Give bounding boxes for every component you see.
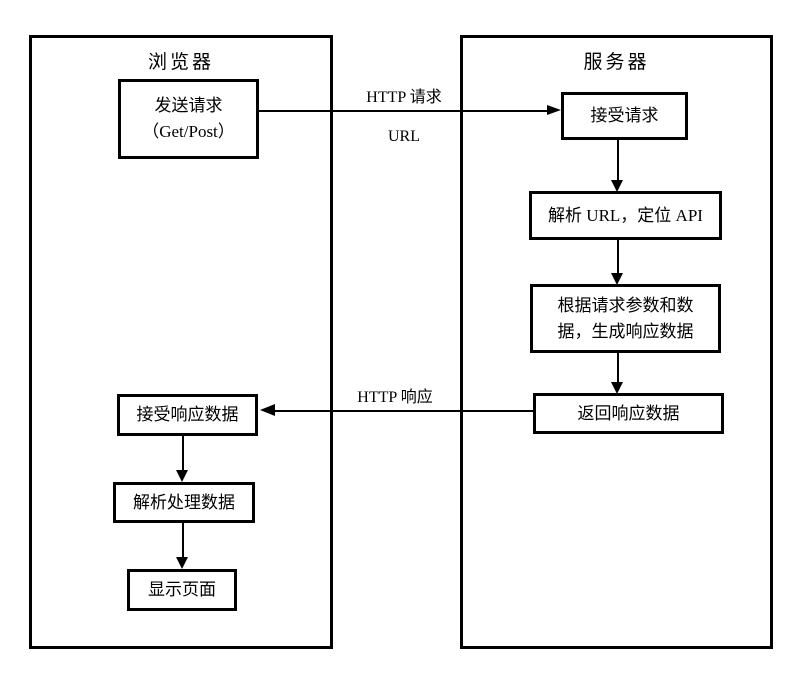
arrow-down-icon (611, 180, 623, 192)
node-display-page-label: 显示页面 (148, 580, 216, 599)
node-display-page: 显示页面 (127, 569, 237, 611)
url-label: URL (388, 128, 420, 145)
arrow-generate-to-return-line (617, 353, 619, 382)
arrow-down-icon (176, 557, 188, 569)
browser-panel-title: 浏览器 (147, 52, 214, 73)
node-parse-process-data: 解析处理数据 (113, 482, 255, 523)
arrow-parseurl-to-generate-line (617, 240, 619, 273)
node-receive-response: 接受响应数据 (117, 394, 258, 436)
http-response-arrow-line (275, 410, 533, 412)
arrow-left-icon (260, 404, 275, 416)
node-return-response-label: 返回响应数据 (577, 403, 680, 423)
node-parse-process-data-label: 解析处理数据 (133, 492, 235, 512)
node-send-request-line1: 发送请求 (154, 96, 223, 115)
node-generate-response-line1: 根据请求参数和数 (557, 295, 694, 315)
node-accept-request-label: 接受请求 (590, 106, 659, 125)
node-parse-url-locate-api: 解析 URL，定位 API (529, 191, 722, 240)
http-response-label: HTTP 响应 (357, 389, 433, 406)
node-generate-response: 根据请求参数和数 据，生成响应数据 (530, 284, 721, 353)
node-send-request-line2: （Get/Post） (142, 122, 235, 141)
server-panel: 服务器 (460, 35, 773, 649)
arrow-receive-to-parse-line (182, 436, 184, 470)
http-request-label: HTTP 请求 (366, 89, 442, 106)
browser-panel: 浏览器 (29, 35, 333, 649)
node-return-response: 返回响应数据 (533, 393, 724, 434)
http-request-arrow-line (259, 110, 547, 112)
arrow-down-icon (611, 273, 623, 285)
node-accept-request: 接受请求 (561, 92, 688, 140)
arrow-parse-to-display-line (182, 523, 184, 557)
arrow-accept-to-parseurl-line (617, 140, 619, 180)
node-send-request: 发送请求 （Get/Post） (118, 79, 259, 159)
arrow-right-icon (547, 105, 561, 115)
arrow-down-icon (176, 470, 188, 482)
node-generate-response-line2: 据，生成响应数据 (557, 321, 694, 341)
arrow-down-icon (611, 382, 623, 394)
server-panel-title: 服务器 (583, 52, 650, 73)
node-receive-response-label: 接受响应数据 (136, 405, 239, 424)
node-parse-url-locate-api-label: 解析 URL，定位 API (548, 205, 703, 225)
